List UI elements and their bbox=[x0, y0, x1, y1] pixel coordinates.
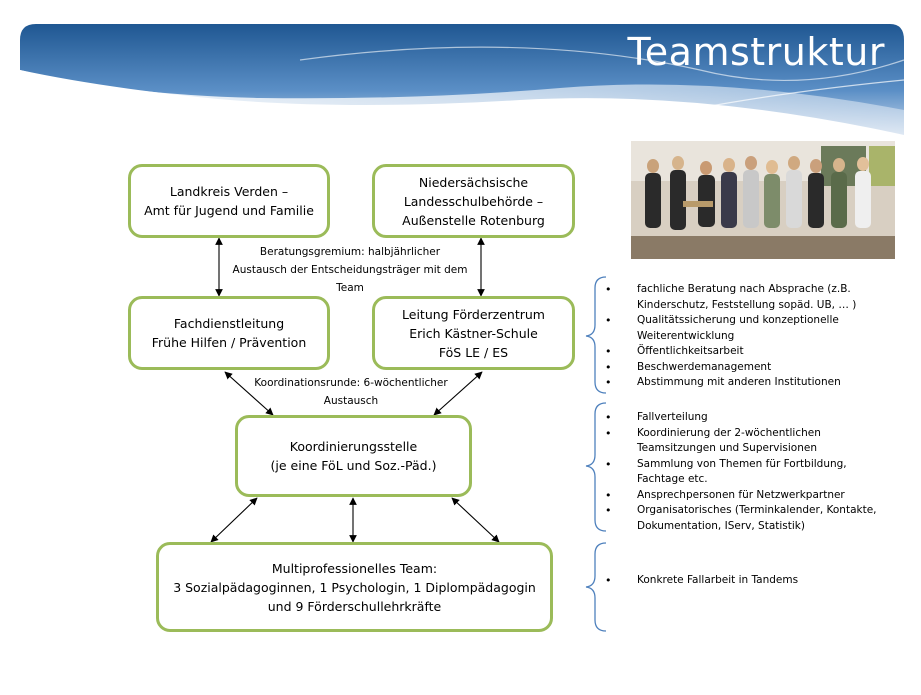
list-item: Organisatorisches (Terminkalender, Konta… bbox=[603, 503, 883, 534]
list-item: Beschwerdemanagement bbox=[603, 360, 883, 376]
list-koordinierung-tasks: Fallverteilung Koordinierung der 2-wöche… bbox=[603, 410, 883, 534]
arrow-fachdienst-koord bbox=[224, 371, 274, 416]
list-item: fachliche Beratung nach Absprache (z.B. … bbox=[603, 282, 883, 313]
note-beratungsgremium: Beratungsgremium: halbjährlicher Austaus… bbox=[232, 246, 468, 294]
bracket-team bbox=[585, 542, 607, 632]
box-landkreis-verden: Landkreis Verden –Amt für Jugend und Fam… bbox=[128, 164, 330, 238]
list-item: Koordinierung der 2-wöchentlichen Teamsi… bbox=[603, 426, 883, 457]
list-item: Konkrete Fallarbeit in Tandems bbox=[603, 573, 883, 589]
list-item: Öffentlichkeitsarbeit bbox=[603, 344, 883, 360]
arrow-leitung-koord bbox=[433, 371, 483, 416]
arrow-koord-team-left bbox=[210, 497, 258, 543]
bracket-koordinierung bbox=[585, 402, 607, 532]
list-item: Ansprechpersonen für Netzwerkpartner bbox=[603, 488, 883, 504]
page-title: Teamstruktur bbox=[627, 30, 885, 74]
box-koordinierungsstelle: Koordinierungsstelle(je eine FöL und Soz… bbox=[235, 415, 472, 497]
box-multiprofessionelles-team: Multiprofessionelles Team:3 Sozialpädago… bbox=[156, 542, 553, 632]
list-item: Qualitätssicherung und konzeptionelle We… bbox=[603, 313, 883, 344]
team-photo bbox=[631, 141, 895, 259]
note-koordinationsrunde: Koordinationsrunde: 6-wöchentlicher Aust… bbox=[254, 377, 448, 407]
list-leitung-tasks: fachliche Beratung nach Absprache (z.B. … bbox=[603, 282, 883, 391]
list-item: Sammlung von Themen für Fortbildung, Fac… bbox=[603, 457, 883, 488]
bracket-leitung bbox=[585, 276, 607, 394]
header-banner bbox=[20, 24, 905, 141]
list-item: Fallverteilung bbox=[603, 410, 883, 426]
arrow-koord-team-right bbox=[451, 497, 500, 543]
list-team-tasks: Konkrete Fallarbeit in Tandems bbox=[603, 573, 883, 589]
list-item: Abstimmung mit anderen Institutionen bbox=[603, 375, 883, 391]
